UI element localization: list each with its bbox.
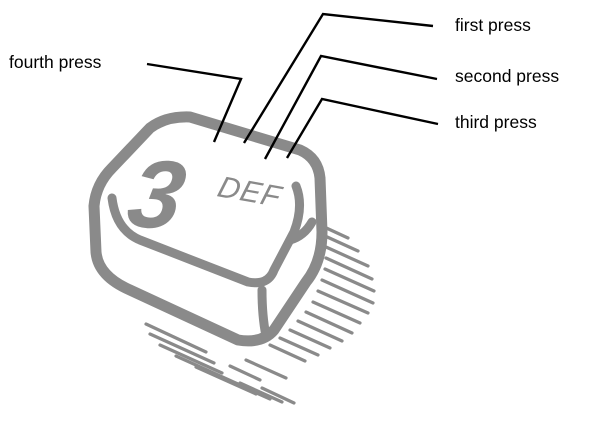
label-first-press: first press — [455, 15, 531, 35]
callout-leaders — [146, 12, 439, 160]
key-front-crease — [257, 285, 271, 341]
callout-labels: first press second press third press fou… — [9, 15, 559, 132]
leader-third-press — [285, 97, 439, 159]
leader-second-press — [263, 54, 438, 160]
key-shadow-hatching — [144, 224, 376, 405]
keypad-key: 3 DEF — [88, 111, 328, 347]
label-second-press: second press — [455, 66, 559, 86]
label-fourth-press: fourth press — [9, 52, 102, 72]
key-top-face-edge — [107, 181, 304, 288]
key-side-crease — [285, 217, 317, 245]
label-third-press: third press — [455, 112, 537, 132]
leader-first-press — [242, 12, 434, 144]
leader-fourth-press — [146, 62, 243, 143]
